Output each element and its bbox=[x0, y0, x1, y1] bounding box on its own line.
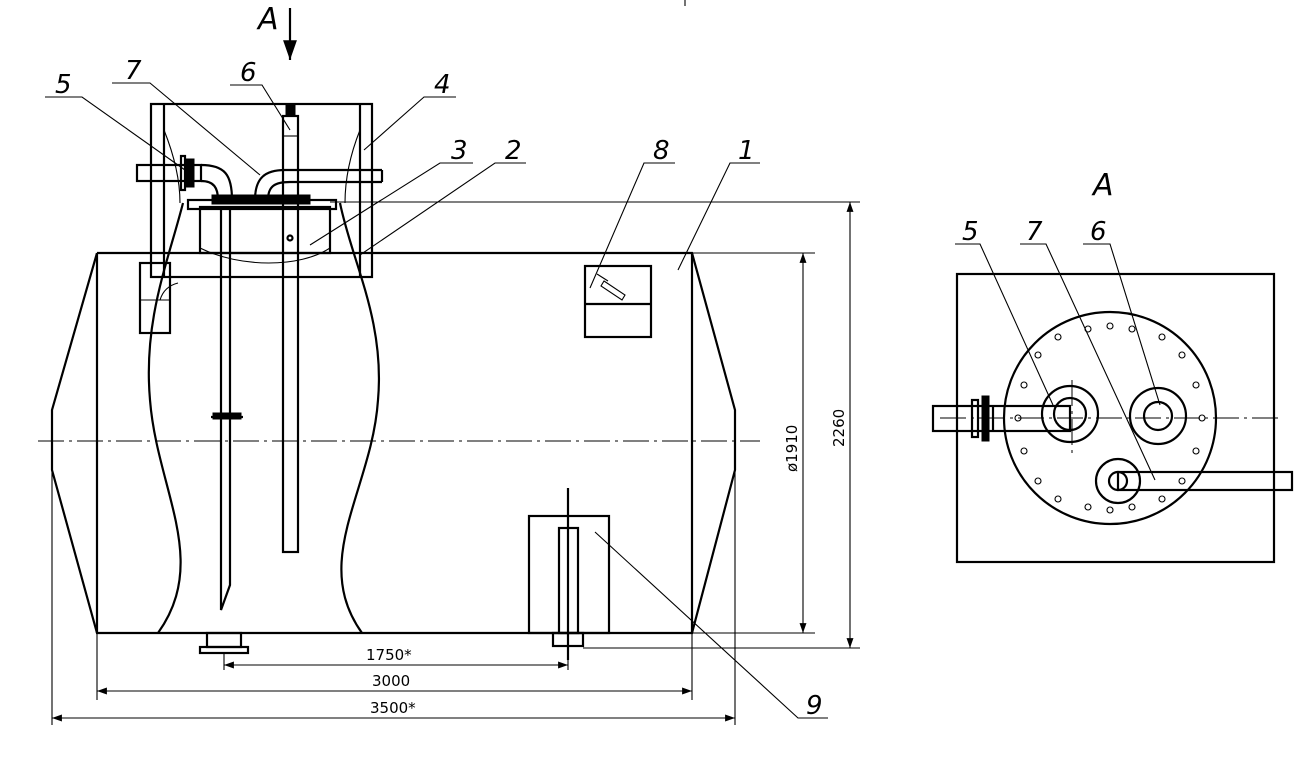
inner-shell-outline bbox=[147, 202, 380, 634]
dim-diameter: ø1910 bbox=[783, 425, 801, 472]
dim-3500: 3500* bbox=[370, 699, 416, 717]
view-a-callout-7: 7 bbox=[1026, 217, 1043, 247]
pipe-6 bbox=[281, 103, 300, 554]
dim-height: 2260 bbox=[830, 409, 848, 447]
view-a-title: A bbox=[1091, 168, 1114, 203]
bottom-drain bbox=[198, 631, 250, 655]
manhole-shaft bbox=[149, 102, 374, 279]
view-a-pipe-5 bbox=[931, 404, 1072, 433]
view-a-pipe-7-circle bbox=[1094, 457, 1142, 505]
callout-6: 6 bbox=[240, 58, 257, 88]
view-a-pipe-6-circle bbox=[1128, 386, 1188, 446]
callouts: 5 7 6 4 3 2 8 1 9 bbox=[45, 56, 828, 721]
view-a-callout-5: 5 bbox=[962, 217, 979, 247]
view-a-pipe-7 bbox=[1116, 470, 1294, 492]
left-bracket bbox=[138, 261, 179, 335]
callout-3: 3 bbox=[451, 136, 468, 166]
view-a-pipe-5-circle bbox=[1040, 384, 1100, 444]
dimensions: 1750* 3000 3500* ø1910 2260 bbox=[51, 201, 860, 725]
dim-1750: 1750* bbox=[366, 646, 412, 664]
flange-plate bbox=[186, 194, 338, 211]
callout-8: 8 bbox=[653, 136, 670, 166]
view-a-arrow: A bbox=[256, 0, 686, 60]
drop-pipe bbox=[211, 209, 243, 611]
level-indicator-box bbox=[583, 264, 653, 339]
view-marker-label: A bbox=[256, 2, 279, 37]
sampling-device bbox=[527, 488, 611, 660]
view-a: A bbox=[931, 168, 1294, 564]
pipe-5 bbox=[135, 154, 234, 201]
pipe-7 bbox=[253, 168, 384, 201]
callout-2: 2 bbox=[505, 136, 522, 166]
dim-3000: 3000 bbox=[372, 672, 410, 690]
callout-7: 7 bbox=[125, 56, 142, 86]
callout-5: 5 bbox=[55, 70, 72, 100]
view-a-callout-6: 6 bbox=[1090, 217, 1107, 247]
callout-1: 1 bbox=[738, 136, 755, 166]
callout-9: 9 bbox=[806, 691, 823, 721]
callout-4: 4 bbox=[434, 70, 451, 100]
